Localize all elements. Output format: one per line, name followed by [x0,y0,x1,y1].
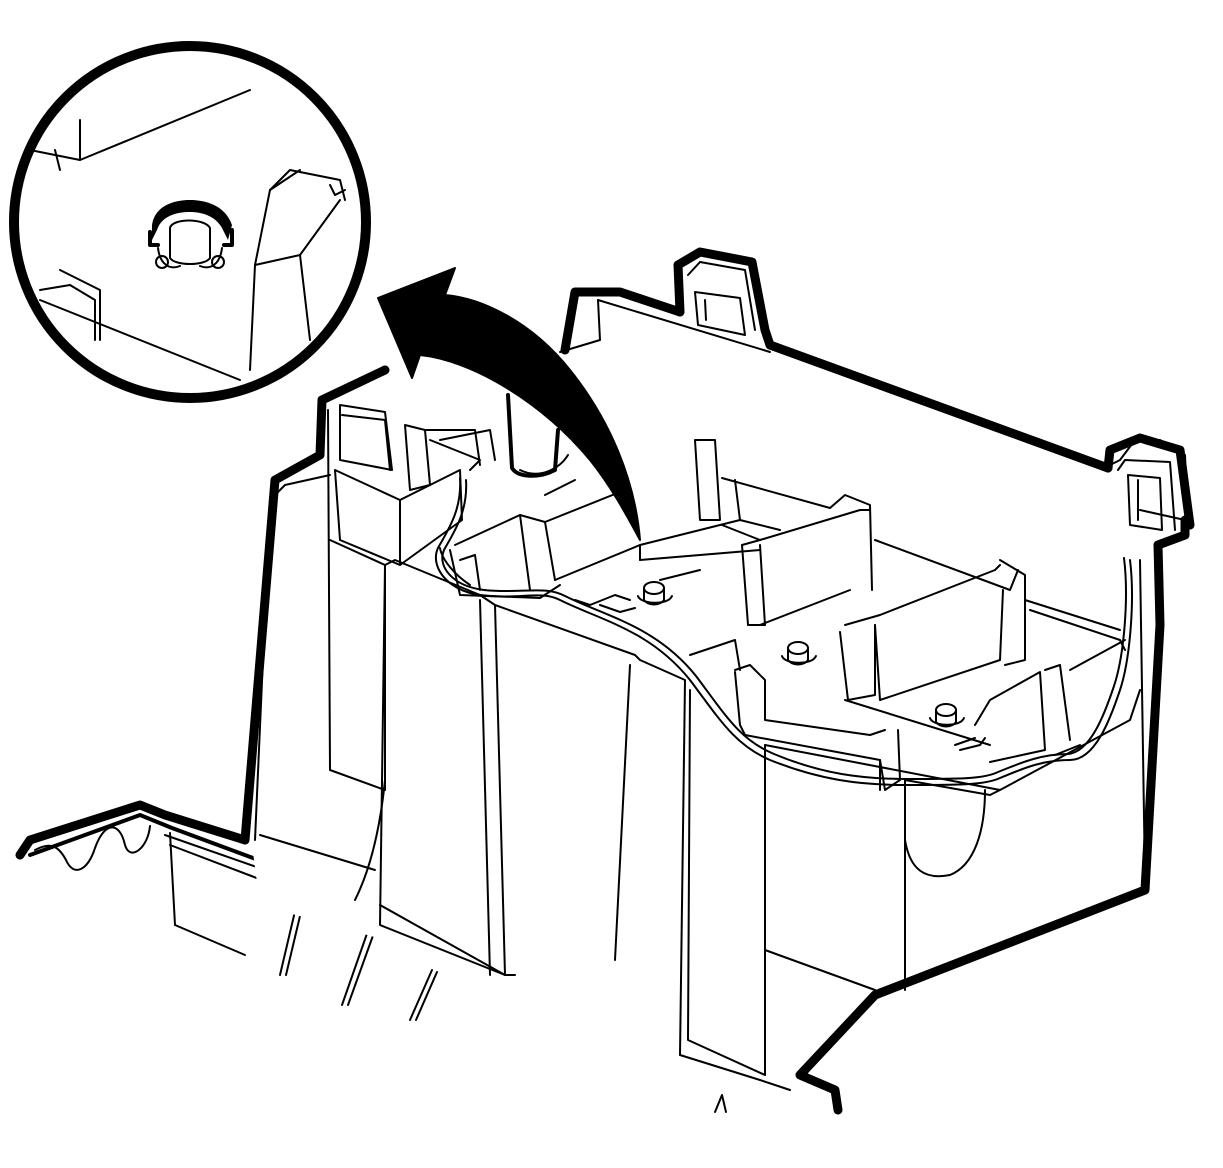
removal-direction-arrow [377,267,641,541]
retaining-clip [637,581,673,606]
retaining-clip [781,641,817,666]
retaining-clips [637,581,965,728]
fuse-relay-box-housing [240,247,1195,1115]
detail-view-content [29,89,346,381]
retaining-clip [929,703,965,728]
detail-magnifier-circle [9,41,371,403]
wiring-harness [434,477,1133,786]
frame-fragment [714,1094,727,1113]
